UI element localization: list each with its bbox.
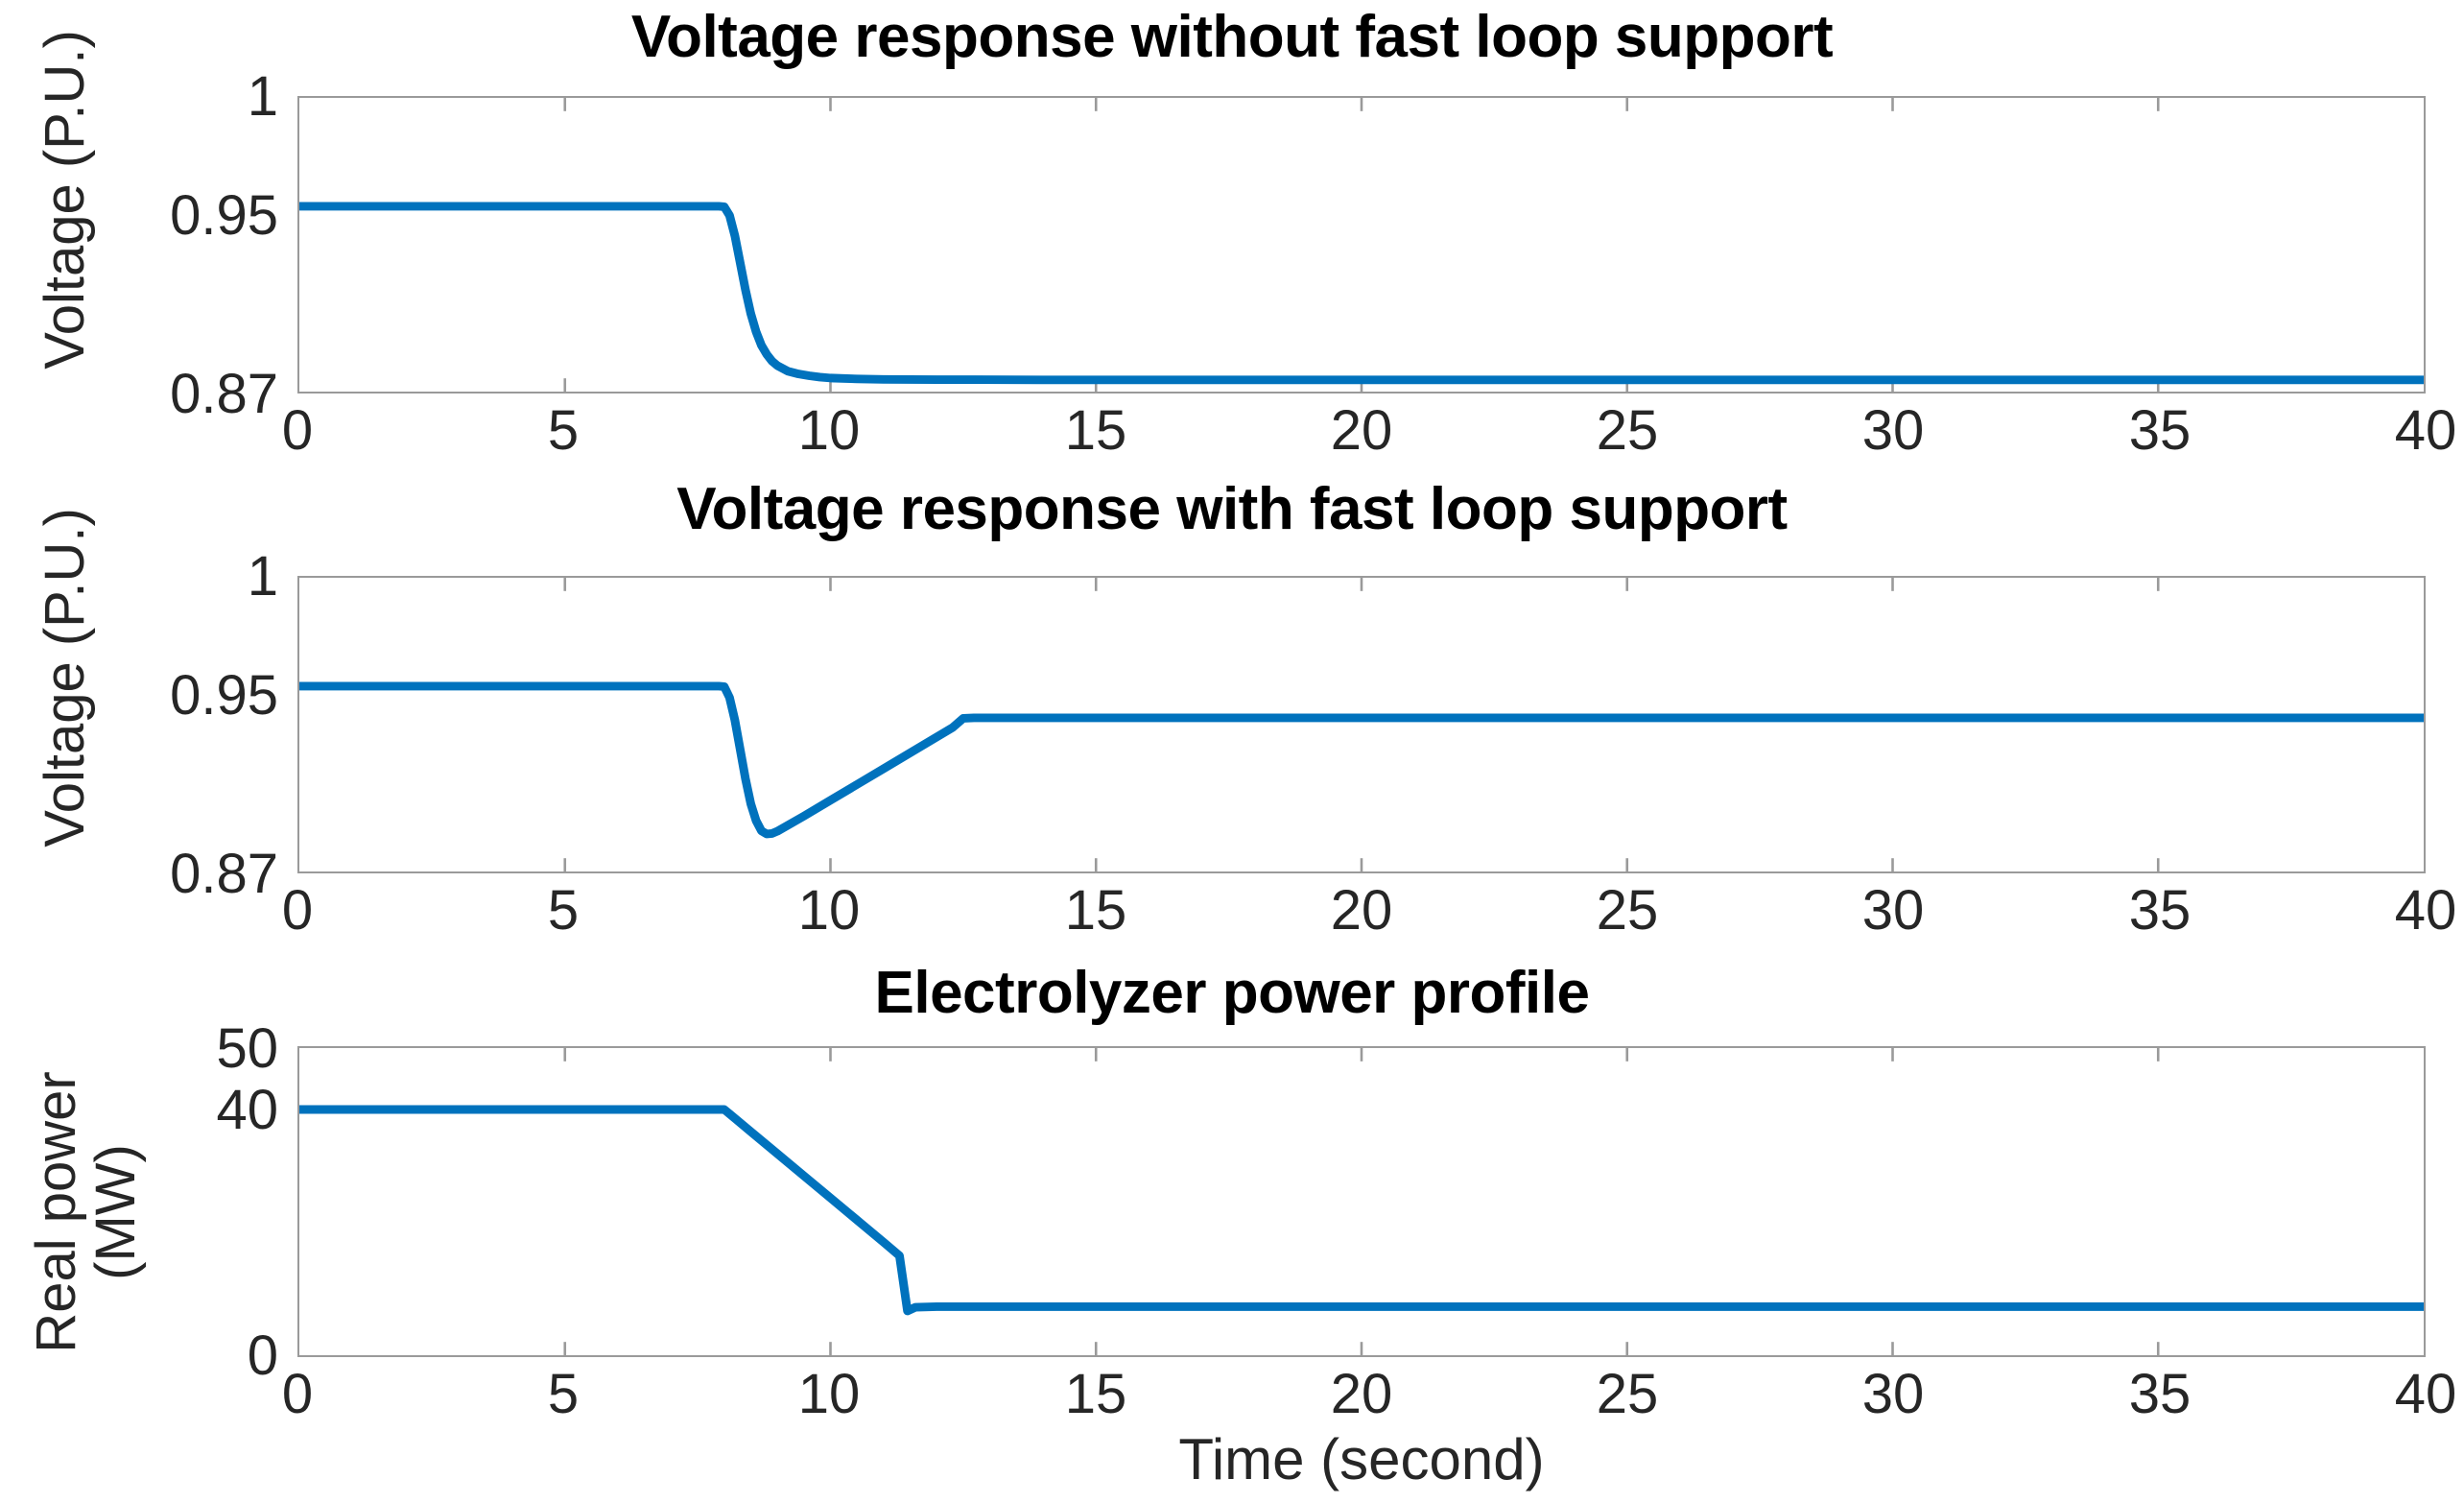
subplot-1-xtick-0: 0 [281,399,314,462]
subplot-3-ytick-0: 0 [247,1324,278,1387]
subplot-1-xtick-5: 5 [547,399,580,462]
subplot-2-plot-area [299,578,2424,871]
subplot-3-xtick-30: 30 [1861,1363,1925,1425]
subplot-2-ytick-0_95: 0.95 [170,664,278,727]
subplot-2-ytick-0_87: 0.87 [170,843,278,905]
subplot-3-xtick-15: 15 [1064,1363,1127,1425]
subplot-electrolyzer-power: Electrolyzer power profile Real power (M… [0,960,2464,1503]
subplot-1-ytick-0_87: 0.87 [170,363,278,425]
subplot-voltage-without-fast-loop: Voltage response without fast loop suppo… [0,0,2464,461]
subplot-1-ytick-0_95: 0.95 [170,184,278,247]
subplot-2-xtick-0: 0 [281,879,314,942]
subplot-3-xtick-20: 20 [1330,1363,1393,1425]
subplot-2-xtick-15: 15 [1064,879,1127,942]
subplot-2-xtick-5: 5 [547,879,580,942]
subplot-1-xtick-10: 10 [797,399,861,462]
subplot-1-ytick-1: 1 [247,65,278,128]
subplot-1-axes [297,96,2426,394]
subplot-3-xtick-5: 5 [547,1363,580,1425]
subplot-2-xtick-25: 25 [1596,879,1659,942]
subplot-1-xtick-30: 30 [1861,399,1925,462]
subplot-2-ytick-1: 1 [247,545,278,608]
subplot-3-series-0 [299,1105,2424,1316]
subplot-2-xtick-35: 35 [2128,879,2192,942]
subplot-1-title: Voltage response without fast loop suppo… [630,4,1834,70]
subplot-2-xtick-20: 20 [1330,879,1393,942]
subplot-1-xtick-15: 15 [1064,399,1127,462]
subplot-voltage-with-fast-loop: Voltage response with fast loop support … [0,470,2464,950]
subplot-2-xtick-40: 40 [2394,879,2457,942]
subplot-2-axes [297,576,2426,873]
subplot-3-xtick-0: 0 [281,1363,314,1425]
subplot-3-ytick-40: 40 [216,1079,278,1141]
subplot-1-series-0 [299,202,2424,385]
subplot-2-title: Voltage response with fast loop support [676,476,1788,542]
subplot-3-xtick-40: 40 [2394,1363,2457,1425]
subplot-3-ytick-50: 50 [216,1017,278,1080]
subplot-3-title: Electrolyzer power profile [874,960,1591,1026]
subplot-3-xtick-35: 35 [2128,1363,2192,1425]
subplot-3-plot-area [299,1048,2424,1355]
subplot-1-xtick-20: 20 [1330,399,1393,462]
subplot-3-axes [297,1046,2426,1357]
subplot-1-xtick-35: 35 [2128,399,2192,462]
subplot-1-tickmarks [563,98,2160,392]
subplot-1-plot-area [299,98,2424,392]
subplot-2-tickmarks [563,578,2160,871]
subplot-1-xtick-40: 40 [2394,399,2457,462]
figure-xlabel: Time (second) [1178,1427,1545,1491]
subplot-3-xtick-10: 10 [797,1363,861,1425]
subplot-2-series-0 [299,681,2424,839]
subplot-3-tickmarks [563,1048,2160,1355]
subplot-2-xtick-30: 30 [1861,879,1925,942]
subplot-1-xtick-25: 25 [1596,399,1659,462]
subplot-3-xtick-25: 25 [1596,1363,1659,1425]
subplot-2-xtick-10: 10 [797,879,861,942]
